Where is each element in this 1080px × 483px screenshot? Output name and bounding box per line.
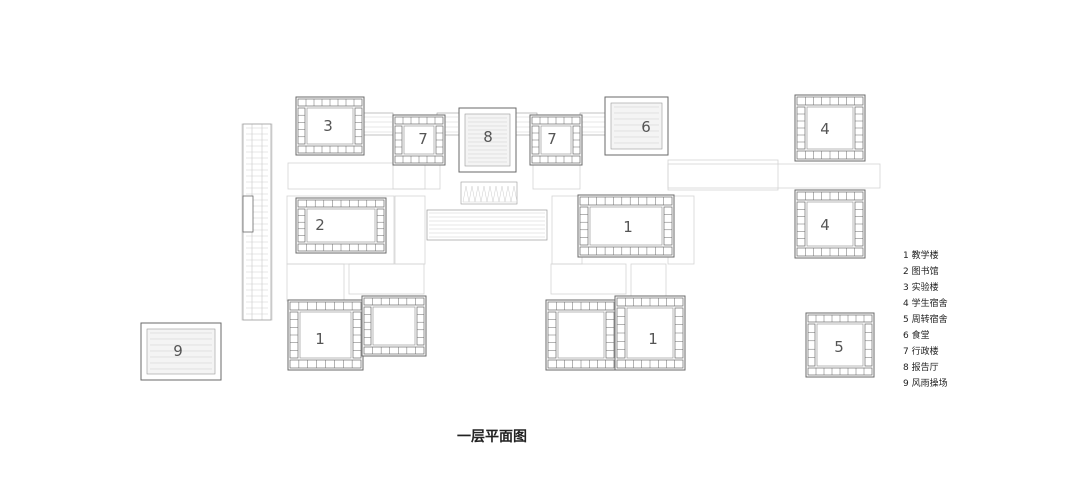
building-8-auditorium [458,107,517,173]
canopy-triangle [474,185,482,203]
courtyard [299,311,352,359]
courtyard [806,201,854,247]
canopy-triangle [486,185,494,203]
building-1-teaching-left-b [361,295,427,357]
site-outline [392,162,441,190]
courtyard [806,106,854,150]
room-strip [579,206,589,246]
building-7-admin-right [529,114,583,166]
room-strip [579,246,673,256]
legend-item: 4 学生宿舍 [903,297,948,309]
site-outline [394,195,426,265]
legend-item: 8 报告厅 [903,361,939,373]
courtyard [306,107,354,145]
canopy-triangle [468,185,476,203]
legend-item: 5 周转宿舍 [903,313,948,325]
building-1-teaching-left-a [287,299,364,371]
legend-item: 7 行政楼 [903,345,939,357]
label-building-7-left: 7 [418,130,428,148]
label-building-1-left: 1 [315,330,325,348]
building-5-staff-dorm [805,312,875,378]
courtyard [306,208,376,243]
label-building-6: 6 [641,118,651,136]
site-outline [287,162,426,190]
site-outline [348,263,425,295]
label-building-3: 3 [323,117,333,135]
label-building-7-right: 7 [547,130,557,148]
legend-item: 9 风雨操场 [903,377,948,389]
courtyard [816,323,864,367]
site-outline [667,159,779,191]
site-outline [532,162,581,190]
label-building-8: 8 [483,128,493,146]
link-corridor [579,112,607,136]
canopy-triangle [504,185,512,203]
entrance-canopy [460,181,518,205]
room-strip [297,107,306,145]
room-strip [376,208,385,243]
site-outline [550,263,627,295]
hall-floor [610,102,663,150]
courtyard [403,125,435,155]
canopy-triangle [510,185,518,203]
central-bridge [426,209,548,241]
site-outline [667,163,881,189]
room-strip [363,297,425,306]
legend-item: 1 教学楼 [903,249,939,261]
building-2-library [295,197,387,254]
room-strip [579,196,673,206]
building-1-teaching-center [577,194,675,258]
building-9-gymnasium [140,322,222,381]
site-outline [630,263,667,302]
label-building-1-right: 1 [648,330,658,348]
room-strip [297,208,306,243]
courtyard [540,125,572,155]
drawing-title: 一层平面图 [457,429,527,445]
label-building-4-bottom: 4 [820,216,830,234]
room-strip [663,206,673,246]
hall-floor [464,113,511,167]
walkway-pavilion [242,195,254,233]
legend-item: 3 实验楼 [903,281,939,293]
legend-item: 2 图书馆 [903,265,939,277]
room-strip [864,323,873,367]
canopy-triangle [462,185,470,203]
site-outline [251,123,263,321]
legend: 1 教学楼 2 图书馆 3 实验楼 4 学生宿舍 5 周转宿舍 6 食堂 7 行… [903,249,948,389]
hall-floor [146,328,216,375]
building-1-teaching-right-b [614,295,686,371]
label-building-2: 2 [315,216,325,234]
courtyard [589,206,663,246]
canopy-triangle [492,185,500,203]
room-strip [354,107,363,145]
label-building-1-center: 1 [623,218,633,236]
room-strip [363,306,372,346]
canopy-outline [460,181,518,205]
link-corridor [359,112,394,136]
building-1-teaching-right-a [545,299,617,371]
courtyard [372,306,416,346]
room-strip [416,306,425,346]
building-blocks [140,94,875,381]
building-7-admin-left [392,114,446,166]
room-strip [363,346,425,355]
building-4-dorm-top [794,94,866,162]
building-6-canteen [604,96,669,156]
canopy-triangle [480,185,488,203]
building-labels: 3 7 8 7 6 4 4 2 1 1 1 5 9 [173,117,844,360]
legend-item: 6 食堂 [903,329,930,341]
courtyard [557,311,605,359]
canopy-triangle [498,185,506,203]
site-outline [286,263,345,302]
building-3-lab [295,96,365,156]
label-building-9: 9 [173,342,183,360]
label-building-5: 5 [834,338,844,356]
courtyard [626,307,674,359]
room-strip [807,323,816,367]
label-building-4-top: 4 [820,120,830,138]
building-4-dorm-bottom [794,189,866,259]
